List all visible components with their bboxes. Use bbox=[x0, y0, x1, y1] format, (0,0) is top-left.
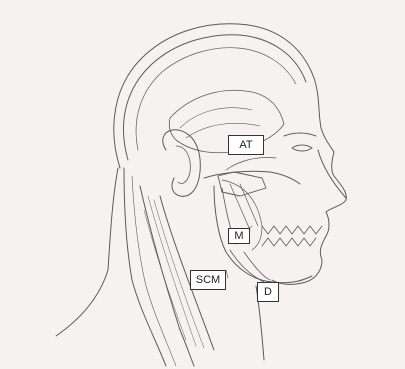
label-at: AT bbox=[228, 135, 264, 155]
label-d: D bbox=[257, 282, 279, 302]
label-scm: SCM bbox=[190, 270, 226, 290]
label-m: M bbox=[228, 228, 250, 244]
